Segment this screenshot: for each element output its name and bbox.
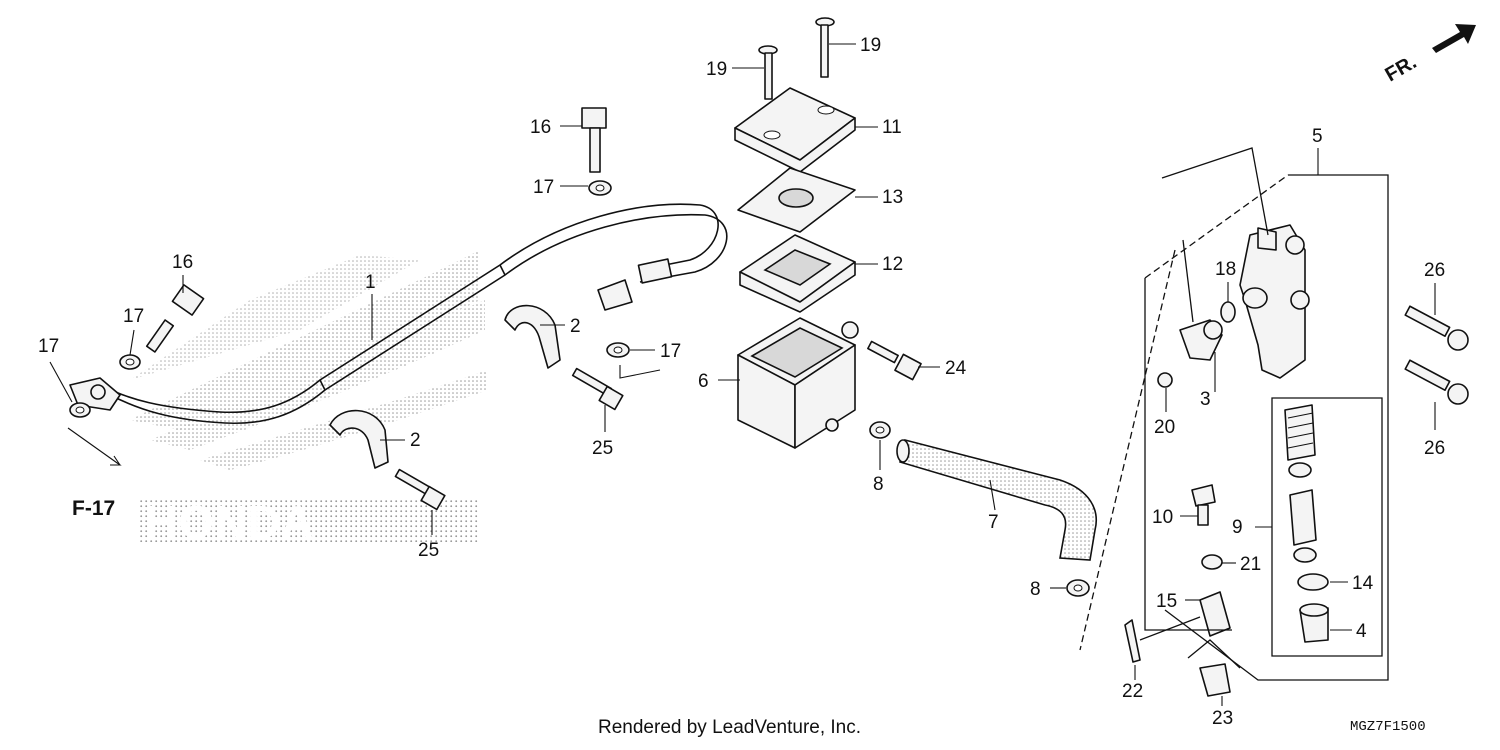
callout-8-upper: 8 (873, 474, 884, 495)
diagram-code: MGZ7F1500 (1350, 719, 1426, 735)
callout-2-lower: 2 (410, 430, 421, 451)
honda-watermark-text: HONDA (145, 496, 314, 548)
push-rod-assembly (1124, 484, 1231, 697)
callout-2-upper: 2 (570, 316, 581, 337)
brake-hose (69, 203, 728, 425)
callout-26-lower: 26 (1424, 438, 1445, 459)
honda-lettering-watermark: HONDA (140, 496, 480, 548)
callout-6: 6 (698, 371, 709, 392)
callout-17-right: 17 (660, 341, 681, 362)
callout-19-left: 19 (706, 59, 727, 80)
callout-16-left: 16 (172, 252, 193, 273)
hose-clip-upper (869, 421, 891, 439)
hose-clamps (329, 304, 561, 469)
callout-18: 18 (1215, 259, 1236, 280)
callout-15: 15 (1156, 591, 1177, 612)
callout-11: 11 (882, 117, 902, 138)
callout-24: 24 (945, 358, 967, 379)
piston-kit (1284, 404, 1329, 643)
sealing-washers (69, 180, 661, 418)
front-arrow-icon (1432, 24, 1476, 53)
callout-25-upper: 25 (592, 438, 613, 459)
callout-26-upper: 26 (1424, 260, 1445, 281)
callout-4: 4 (1356, 621, 1367, 642)
callout-19-right: 19 (860, 35, 881, 56)
callout-20: 20 (1154, 417, 1175, 438)
callout-13: 13 (882, 187, 903, 208)
callout-16-upper: 16 (530, 117, 551, 138)
hose-clip-lower (1066, 579, 1090, 597)
reservoir-bolt (867, 340, 922, 381)
callout-25-lower: 25 (418, 540, 439, 561)
diaphragm (739, 234, 856, 313)
reference-label: F-17 (72, 497, 115, 520)
reservoir-hose (896, 439, 1097, 561)
callout-3: 3 (1200, 389, 1211, 410)
reservoir-joint (1157, 301, 1236, 388)
banjo-bolt-16-left (145, 284, 205, 353)
callout-17-left: 17 (38, 336, 59, 357)
master-cylinder-body (1239, 224, 1310, 379)
banjo-bolt-16-upper (581, 107, 607, 173)
cross-reference: F-17 (67, 427, 122, 520)
callout-7: 7 (988, 512, 999, 533)
callout-9: 9 (1232, 517, 1243, 538)
callout-8-lower: 8 (1030, 579, 1041, 600)
callout-23: 23 (1212, 708, 1233, 729)
honda-wing-watermark (130, 250, 488, 470)
callout-21: 21 (1240, 554, 1261, 575)
fr-label: FR. (1382, 51, 1421, 86)
callout-17-upper: 17 (533, 177, 554, 198)
assembly-frames (1079, 147, 1389, 681)
clamp-bolts (394, 367, 624, 511)
mounting-bolts (1404, 305, 1469, 405)
footer-credit: Rendered by LeadVenture, Inc. (598, 717, 861, 738)
reservoir-cap (734, 87, 856, 173)
reference-arrow (67, 427, 122, 466)
callout-labels: 1 2 2 3 4 5 6 7 8 8 9 10 11 12 13 14 15 … (38, 35, 1445, 729)
callout-5: 5 (1312, 126, 1323, 147)
callout-1: 1 (365, 272, 376, 293)
cap-screws (758, 17, 835, 100)
reservoir-body (737, 317, 859, 449)
callout-10: 10 (1152, 507, 1173, 528)
callout-14: 14 (1352, 573, 1374, 594)
callout-17-mid: 17 (123, 306, 144, 327)
callout-12: 12 (882, 254, 903, 275)
diaphragm-plate (737, 167, 856, 233)
leader-lines (49, 43, 1436, 706)
front-direction-indicator: FR. (1382, 24, 1476, 86)
callout-22: 22 (1122, 681, 1143, 702)
